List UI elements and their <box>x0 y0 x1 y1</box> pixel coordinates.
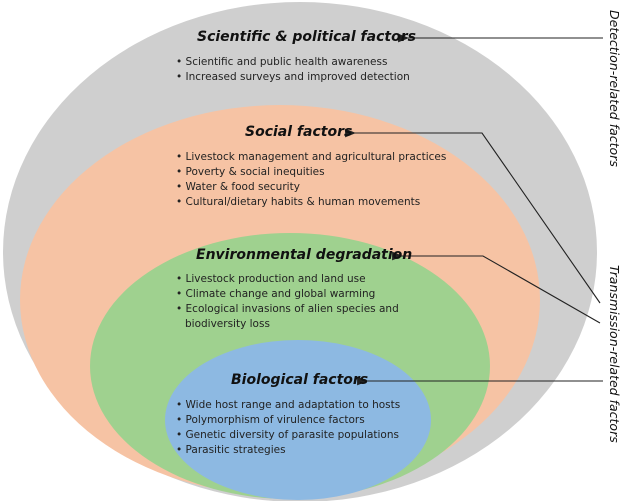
social-list: Livestock management and agricultural pr… <box>176 150 447 210</box>
biological-list: Wide host range and adaptation to hosts … <box>176 398 401 458</box>
social-arrow <box>345 128 601 304</box>
list-item: Polymorphism of virulence factors <box>176 413 400 428</box>
environmental-title: Environmental degradation <box>196 247 413 263</box>
transmission-label: Transmission-related factors <box>607 265 622 443</box>
list-item: Genetic diversity of parasite population… <box>176 428 400 443</box>
scientific-political-list: Scientific and public health awareness I… <box>176 55 410 85</box>
list-item: Ecological invasions of alien species an… <box>176 302 399 317</box>
list-item: Cultural/dietary habits & human movement… <box>176 195 446 210</box>
social-title: Social factors <box>245 124 353 140</box>
list-item: Parasitic strategies <box>176 443 400 458</box>
list-item: Climate change and global warming <box>176 287 399 302</box>
list-item: Livestock production and land use <box>176 272 399 287</box>
list-item: Poverty & social inequities <box>176 165 446 180</box>
scientific-political-title: Scientific & political factors <box>197 29 416 45</box>
list-item: Increased surveys and improved detection <box>176 70 410 85</box>
list-item: Livestock management and agricultural pr… <box>176 150 447 165</box>
biological-title: Biological factors <box>231 372 369 388</box>
list-item: Water & food security <box>176 180 446 195</box>
list-item: Wide host range and adaptation to hosts <box>176 398 401 413</box>
environmental-arrow <box>392 251 601 324</box>
detection-label: Detection-related factors <box>607 10 622 167</box>
list-item: biodiversity loss <box>185 318 270 330</box>
environmental-list: Livestock production and land use Climat… <box>176 272 399 332</box>
list-item: Scientific and public health awareness <box>176 55 410 70</box>
